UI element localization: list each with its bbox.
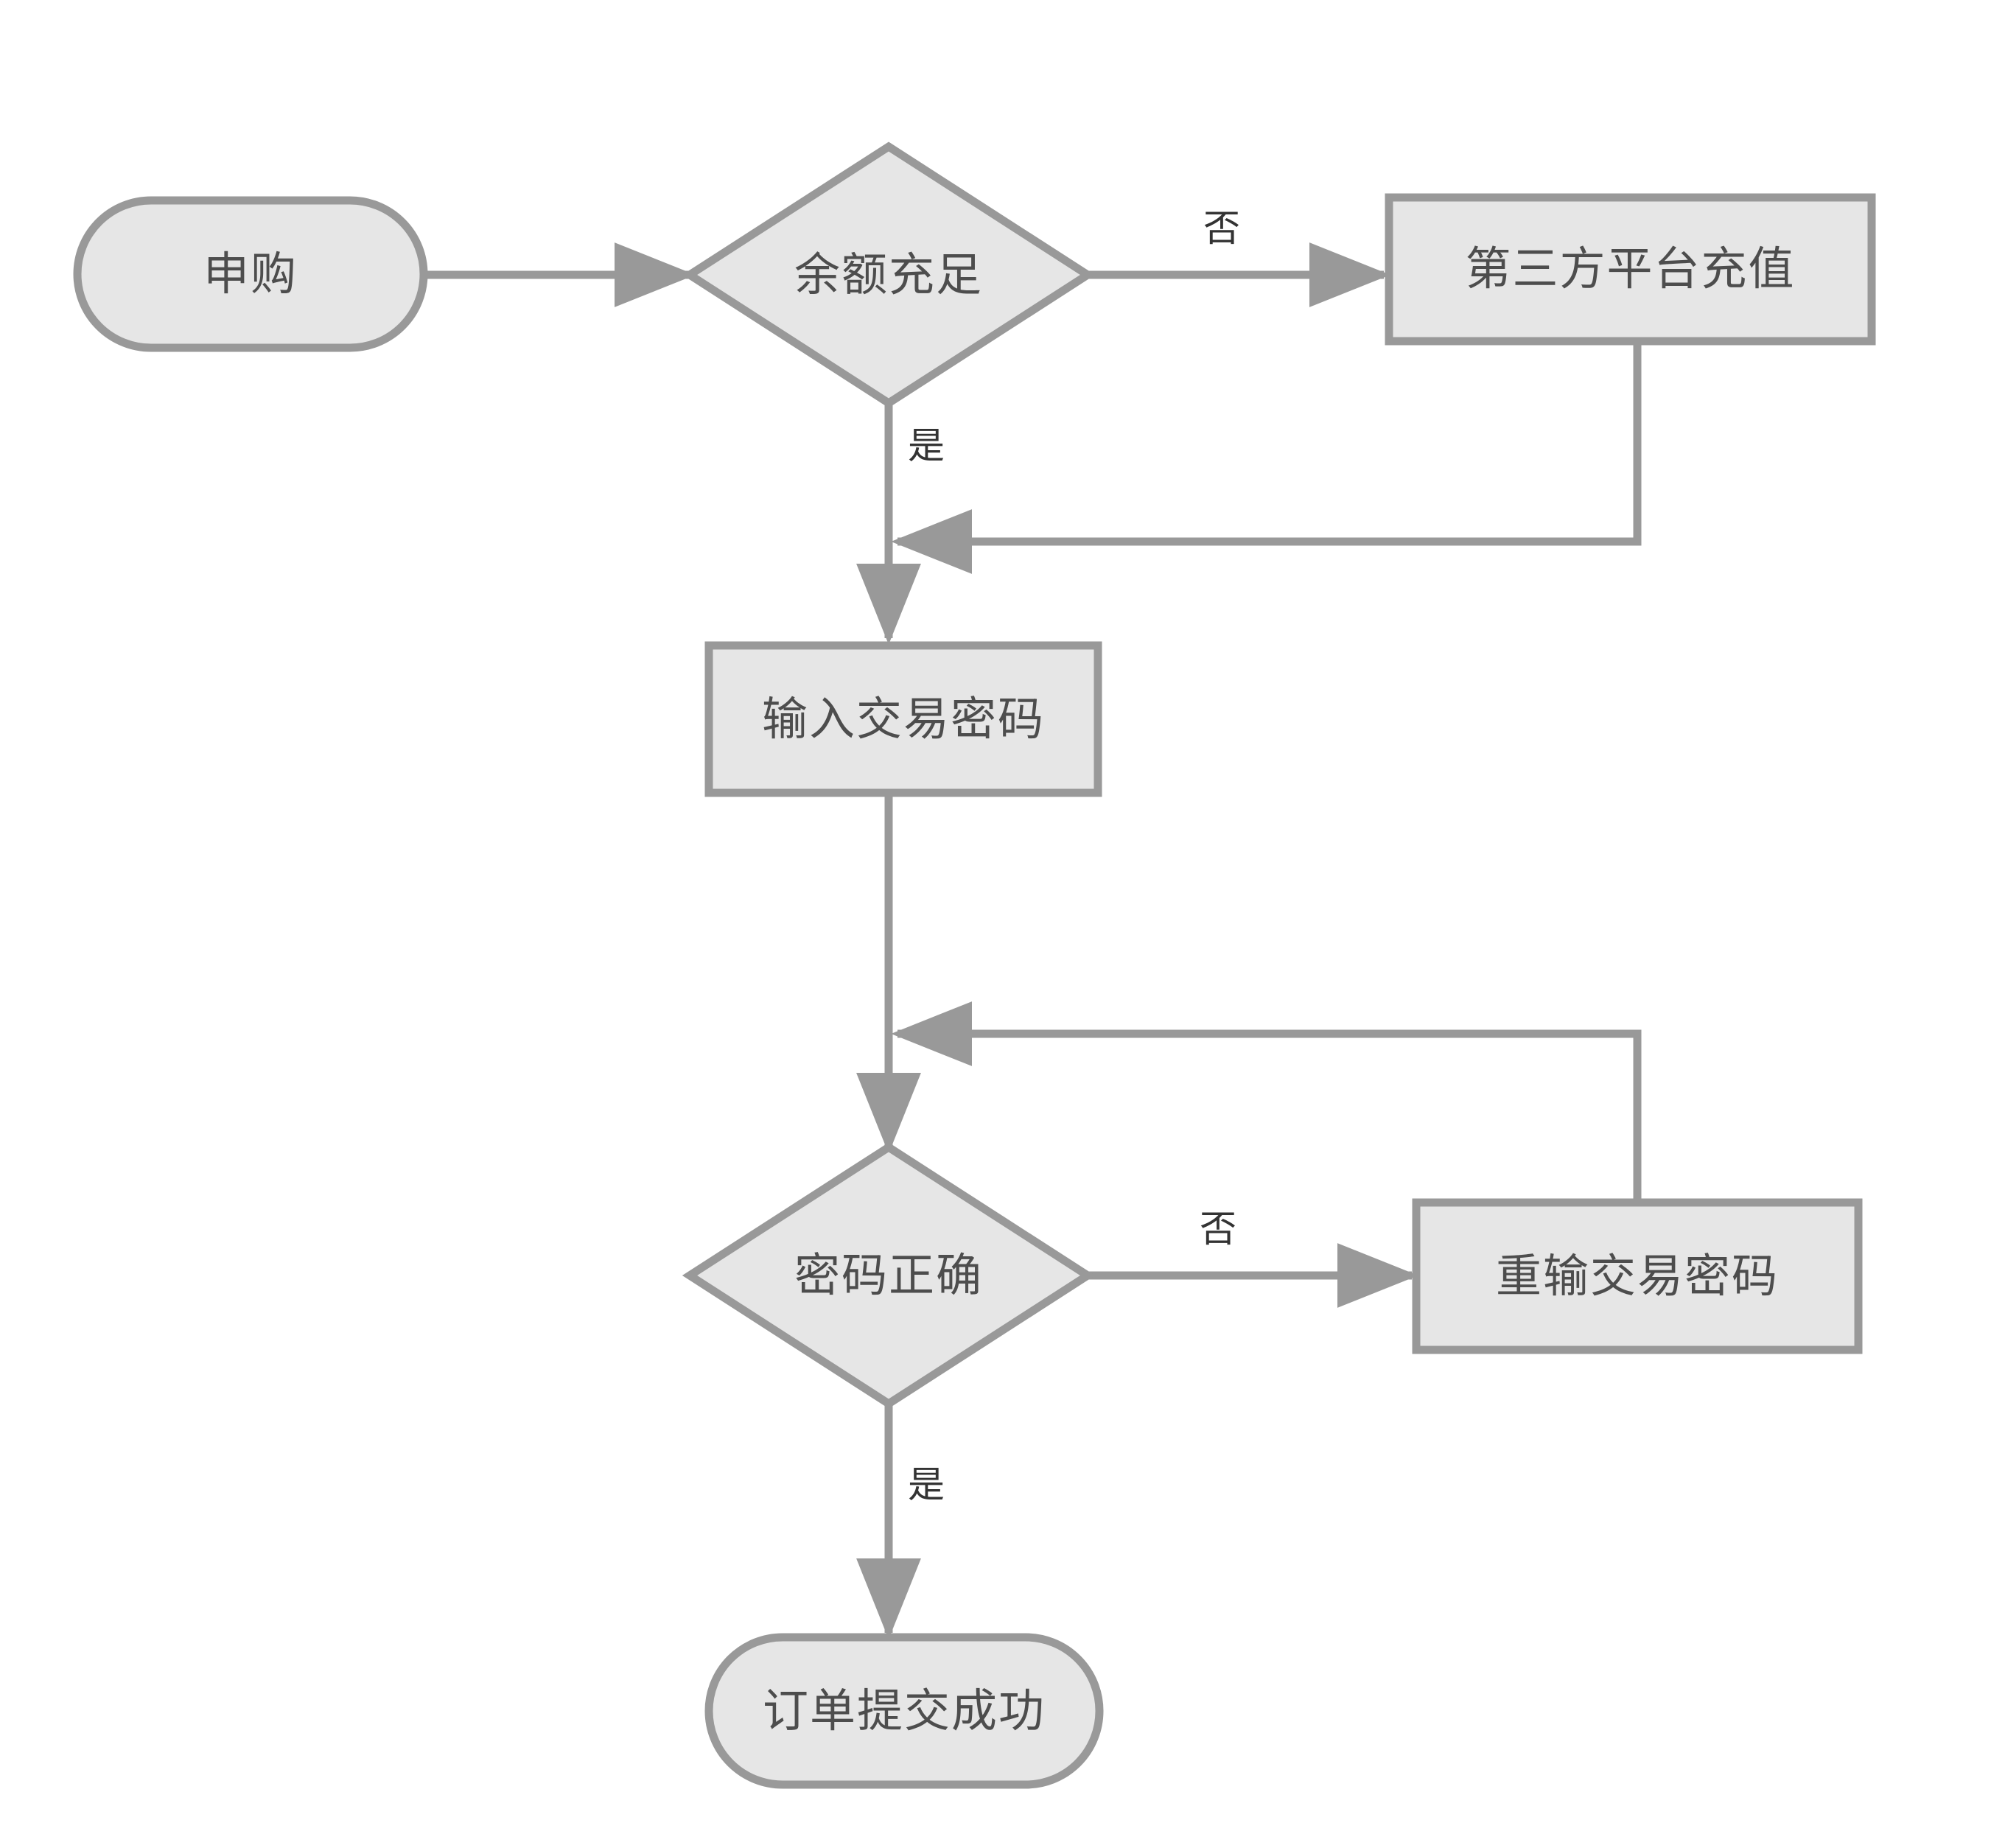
node-order-success-shape[interactable]: [704, 1633, 1104, 1789]
node-third-party-topup-shape[interactable]: [1385, 193, 1876, 346]
edge-label-balance-yes: 是: [908, 424, 945, 467]
edge-topup-back-to-trunk: [891, 343, 1642, 574]
node-reenter-password-shape[interactable]: [1412, 1198, 1863, 1354]
edge-label-balance-no: 否: [1203, 207, 1240, 250]
edge-label-password-no: 否: [1200, 1208, 1236, 1250]
edge-label-password-yes: 是: [908, 1463, 945, 1506]
node-balance-check-shape[interactable]: [682, 141, 1096, 408]
node-password-check-shape[interactable]: [682, 1142, 1096, 1409]
edge-reenter-back-to-trunk: [891, 1001, 1642, 1200]
node-start-shape[interactable]: [73, 196, 428, 352]
node-enter-password-shape[interactable]: [704, 641, 1102, 797]
